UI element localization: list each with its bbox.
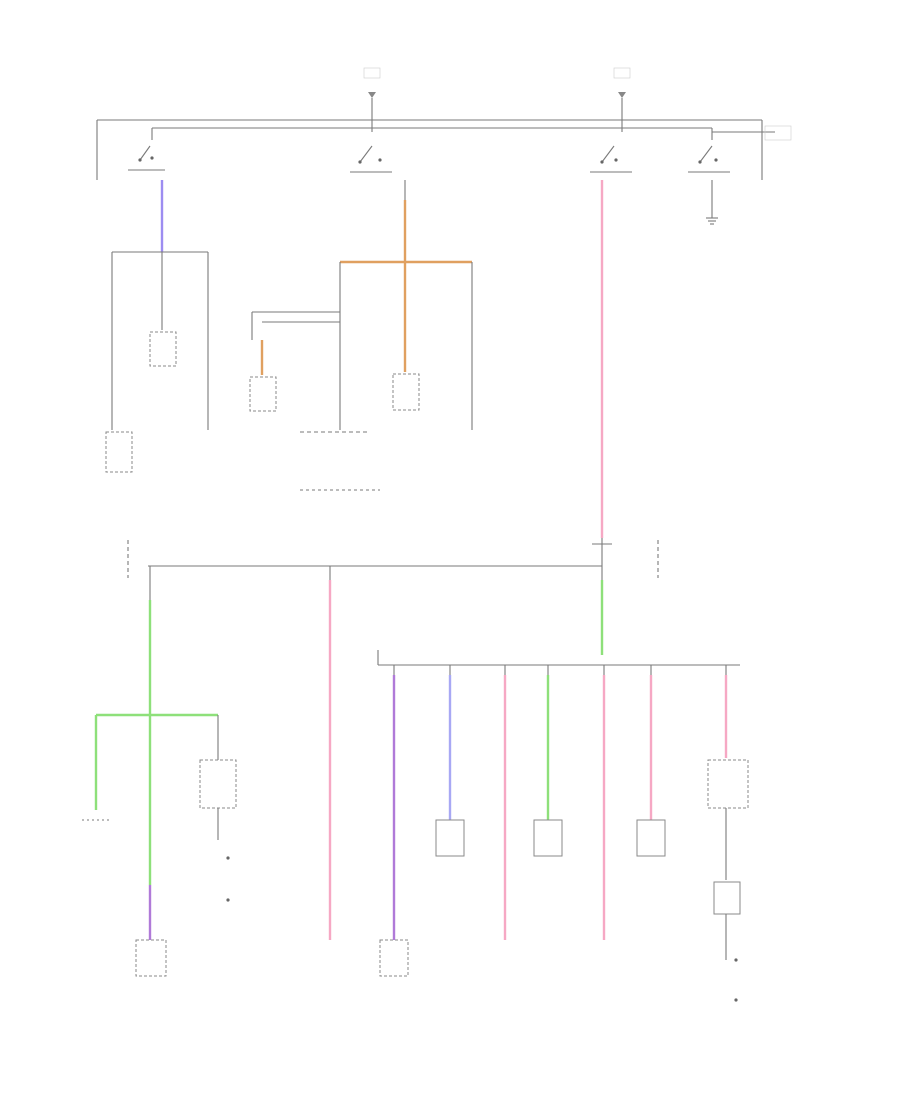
component-top-4 bbox=[249, 376, 277, 412]
top-right-note bbox=[764, 125, 792, 141]
lower-bus bbox=[377, 650, 740, 666]
relay-left bbox=[199, 759, 237, 809]
middle-bus bbox=[127, 540, 602, 578]
relay-right bbox=[707, 759, 749, 809]
component-bottom-1 bbox=[135, 939, 167, 977]
component-bottom-7 bbox=[533, 819, 563, 857]
component-top-2 bbox=[105, 431, 133, 473]
component-top-5 bbox=[392, 373, 420, 411]
switch-1 bbox=[128, 145, 165, 171]
component-bottom-4 bbox=[379, 939, 409, 977]
circuit-upper-right bbox=[706, 180, 718, 225]
circuit-upper-middle bbox=[249, 180, 473, 491]
lower-branches bbox=[379, 665, 749, 1002]
component-top-1 bbox=[149, 331, 177, 367]
component-bottom-9 bbox=[636, 819, 666, 857]
power-source-right bbox=[613, 67, 631, 120]
power-source-left bbox=[363, 67, 381, 120]
switch-2 bbox=[350, 145, 392, 173]
switch-3 bbox=[590, 145, 632, 173]
circuit-lower-left bbox=[82, 566, 237, 977]
pink-trunk bbox=[592, 180, 659, 580]
top-bus bbox=[96, 119, 792, 180]
circuit-upper-left bbox=[105, 180, 209, 473]
component-bottom-10 bbox=[713, 881, 741, 915]
switch-4 bbox=[688, 145, 730, 173]
component-bottom-5 bbox=[435, 819, 465, 857]
